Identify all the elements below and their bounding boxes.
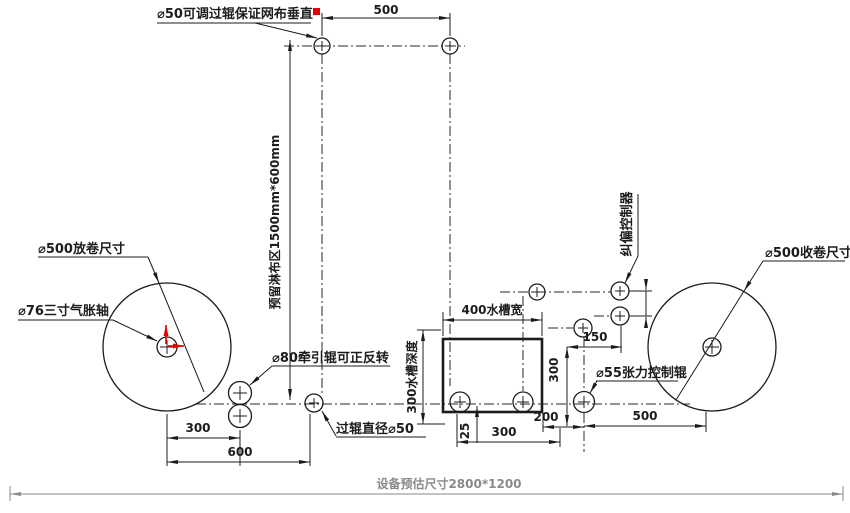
steering-roller-lower <box>610 306 630 326</box>
traction-roller-upper <box>227 380 253 406</box>
rollers <box>227 37 630 429</box>
label-unwind-size: ⌀500放卷尺寸 <box>38 241 125 257</box>
tension-roller <box>572 390 596 414</box>
leader-line <box>147 256 160 284</box>
pass-roller <box>304 393 324 413</box>
dim-unwind-to-pass: 600 <box>227 445 252 459</box>
label-deviation-controller: 纠偏控制器 <box>619 191 635 257</box>
dim-tank-depth: 300水槽深度 <box>404 339 419 413</box>
water-tank-rect <box>441 337 544 414</box>
rewind-shaft-circle <box>702 337 722 357</box>
steering-roller-upper <box>610 281 630 301</box>
dim-top-span: 500 <box>373 3 398 17</box>
dim-tank-bottom-span: 300 <box>491 425 516 439</box>
dimensions: 500 预留淋布区1500mm*600mm 400水槽宽 300水槽深度 25 … <box>9 3 844 501</box>
dim-overall-size: 设备预估尺寸2800*1200 <box>376 476 521 491</box>
dim-unwind-to-nip: 300 <box>185 421 210 435</box>
dim-tank-clearance: 25 <box>458 423 472 440</box>
tank-roller-left <box>449 391 471 413</box>
label-reserved-area: 预留淋布区1500mm*600mm <box>267 135 282 310</box>
leader-line <box>589 380 598 394</box>
label-traction-roller: ⌀80牵引辊可正反转 <box>272 350 389 366</box>
rewind-reel-circle <box>647 282 777 412</box>
unwind-reel <box>102 282 232 412</box>
label-top-adjustable-roller: ⌀50可调过辊保证网布垂直 <box>157 6 313 22</box>
leaders: ⌀50可调过辊保证网布垂直 ⌀500放卷尺寸 ⌀76三寸气胀轴 ⌀80牵引辊可正… <box>18 6 850 438</box>
adjustable-top-roller <box>313 37 331 55</box>
dim-vertical-drop: 300 <box>547 357 561 382</box>
dim-steering-offset: 150 <box>582 330 607 344</box>
leader-line <box>158 282 205 393</box>
unwind-reel-circle <box>102 282 232 412</box>
water-tank <box>441 337 544 414</box>
leader-line <box>112 319 158 342</box>
label-tension-roller: ⌀55张力控制辊 <box>596 365 687 381</box>
path-roller <box>528 283 546 301</box>
dim-tank-width: 400水槽宽 <box>461 302 522 317</box>
leader-line <box>675 290 745 401</box>
label-air-expand-shaft: ⌀76三寸气胀轴 <box>18 303 109 319</box>
label-pass-roller: 过辊直径⌀50 <box>336 421 414 437</box>
leader-line <box>624 255 639 284</box>
aux-roller <box>573 318 593 338</box>
leader-line <box>249 365 273 386</box>
label-rewind-size: ⌀500收卷尺寸 <box>765 245 850 261</box>
leader-line <box>254 22 318 39</box>
top-right-roller <box>441 37 459 55</box>
leader-line <box>321 410 337 437</box>
dim-tension-to-rewind: 500 <box>632 409 657 423</box>
rewind-reel <box>647 282 777 412</box>
traction-roller-lower <box>227 403 253 429</box>
tank-roller-right <box>512 391 534 413</box>
leader-line <box>743 260 764 292</box>
red-marker-square <box>313 8 320 15</box>
dim-tank-to-tension: 200 <box>533 410 558 424</box>
